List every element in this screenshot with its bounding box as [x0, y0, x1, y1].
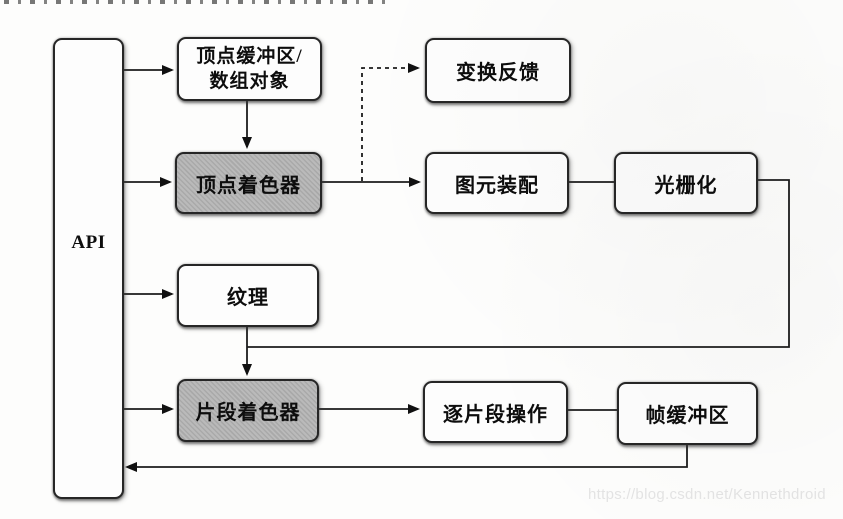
- node-per-fragment-ops-label: 逐片段操作: [443, 403, 548, 426]
- node-primitive-assembly-label: 图元装配: [455, 174, 539, 197]
- cropped-text-strip: [4, 0, 392, 4]
- node-vertex-buffer: 顶点缓冲区/ 数组对象: [177, 37, 322, 101]
- node-primitive-assembly: 图元装配: [425, 152, 569, 214]
- node-fragment-shader-label: 片段着色器: [195, 402, 301, 424]
- node-transform-feedback: 变换反馈: [425, 38, 571, 103]
- watermark-text: https://blog.csdn.net/Kennethdroid: [588, 486, 826, 503]
- node-vertex-shader-label: 顶点着色器: [196, 174, 301, 197]
- node-texture-label: 纹理: [227, 287, 269, 309]
- node-fragment-shader: 片段着色器: [177, 379, 319, 442]
- node-per-fragment-ops: 逐片段操作: [423, 381, 568, 443]
- edge-vertex-shader-to-transform-feedback: [361, 63, 420, 181]
- node-framebuffer: 帧缓冲区: [617, 382, 758, 445]
- node-rasterization: 光栅化: [614, 152, 758, 214]
- node-texture: 纹理: [177, 264, 319, 327]
- node-vertex-buffer-label: 顶点缓冲区/ 数组对象: [196, 46, 303, 92]
- node-transform-feedback-label: 变换反馈: [456, 62, 540, 84]
- node-api: API: [53, 38, 124, 499]
- edge-framebuffer-to-api-feedback: [125, 441, 688, 472]
- node-vertex-shader: 顶点着色器: [175, 152, 322, 214]
- node-api-label: API: [71, 232, 106, 253]
- node-rasterization-label: 光栅化: [654, 174, 718, 197]
- node-framebuffer-label: 帧缓冲区: [645, 405, 730, 427]
- edge-rasterization-to-fragment-shader-junction: [247, 179, 790, 348]
